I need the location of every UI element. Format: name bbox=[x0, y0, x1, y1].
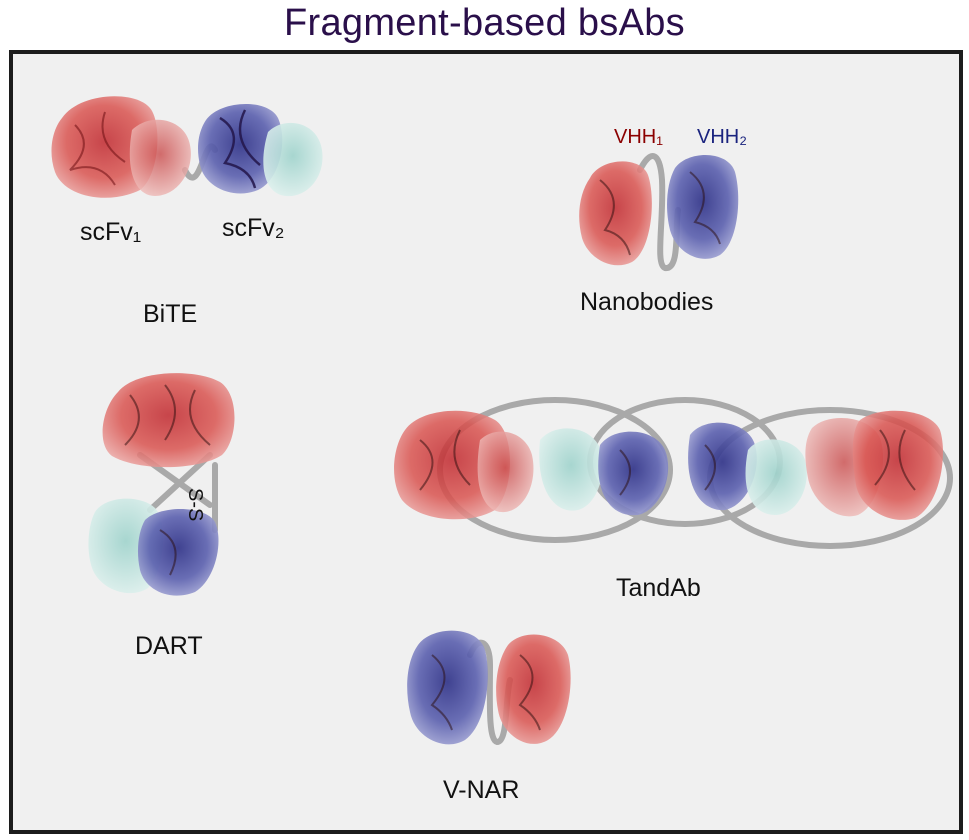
bite-label: BiTE bbox=[143, 300, 198, 328]
vhh2-label: VHH₂ bbox=[697, 126, 747, 148]
scfv1-vh-domain bbox=[51, 96, 158, 198]
page-title: Fragment-based bsAbs bbox=[284, 2, 685, 44]
scfv1-label: scFv₁ bbox=[80, 218, 142, 246]
bite-structure bbox=[51, 96, 323, 198]
tandab-label: TandAb bbox=[616, 574, 701, 602]
vnar-label: V-NAR bbox=[443, 776, 520, 804]
dart-label: DART bbox=[135, 632, 203, 660]
vnar-red-domain bbox=[496, 634, 571, 744]
tandab-cyan-domain-1 bbox=[539, 428, 603, 511]
tandab-cyan-domain-2 bbox=[745, 439, 807, 515]
dart-structure bbox=[88, 373, 235, 596]
disulfide-bond-label: S-S bbox=[184, 488, 206, 522]
nanobodies-structure bbox=[579, 153, 739, 271]
dart-top-red-domains bbox=[102, 373, 235, 468]
dart-blue-domain bbox=[137, 508, 219, 596]
tandab-structure bbox=[394, 397, 953, 549]
vhh1-domain bbox=[579, 161, 652, 266]
nanobody-linker bbox=[637, 153, 681, 271]
tandab-red-domain-2 bbox=[852, 410, 943, 520]
vnar-structure bbox=[407, 630, 571, 746]
scfv1-vl-domain bbox=[129, 119, 191, 196]
scfv2-vh-domain bbox=[198, 103, 283, 194]
scfv2-vl-domain bbox=[263, 122, 323, 197]
scfv2-label: scFv₂ bbox=[222, 214, 285, 242]
vhh1-label: VHH₁ bbox=[614, 126, 663, 148]
nanobodies-label: Nanobodies bbox=[580, 288, 714, 316]
tandab-pink-domain-1 bbox=[477, 431, 534, 513]
vnar-blue-domain bbox=[407, 630, 488, 745]
tandab-blue-domain-1 bbox=[598, 431, 669, 516]
